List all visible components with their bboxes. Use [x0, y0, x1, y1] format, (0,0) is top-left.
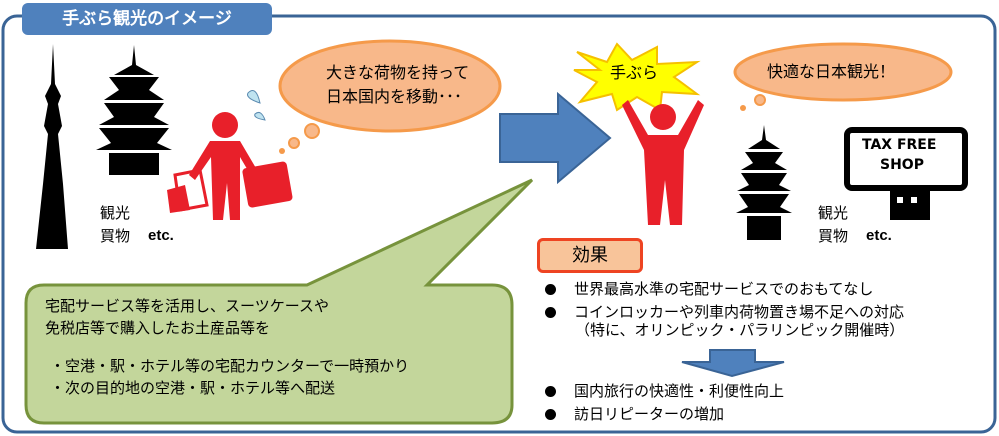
- thought-line: 日本国内を移動･･･: [326, 87, 463, 106]
- callout-text: 宅配サービス等を活用し、スーツケースや: [45, 297, 329, 315]
- shop-sign-line: TAX FREE: [862, 137, 937, 153]
- effect-note: （特に、オリンピック・パラリンピック開催時）: [575, 321, 905, 339]
- label-etc: etc.: [866, 227, 892, 244]
- thought-line: 大きな荷物を持って: [326, 63, 470, 82]
- burst-text: 手ぶら: [610, 63, 659, 82]
- label-sightseeing: 観光: [100, 204, 131, 222]
- down-arrow-icon: [681, 349, 785, 378]
- person-with-luggage-icon: [167, 90, 293, 220]
- effect-heading: 効果: [537, 238, 643, 273]
- pagoda-icon: [96, 45, 172, 175]
- callout-bubble: [24, 178, 534, 425]
- label-sightseeing: 観光: [818, 204, 849, 222]
- result-bullet: 国内旅行の快適性・利便性向上: [545, 380, 784, 401]
- effect-bullet: コインロッカーや列車内荷物置き場不足への対応: [545, 301, 904, 322]
- label-etc: etc.: [148, 227, 174, 244]
- callout-text: 免税店等で購入したお土産品等を: [45, 319, 271, 337]
- effect-bullet: 世界最高水準の宅配サービスでのおもてなし: [545, 278, 873, 299]
- right-arrow-icon: [499, 91, 612, 185]
- shop-sign-line: SHOP: [880, 157, 924, 173]
- thought-cloud: [278, 39, 502, 154]
- happy-person-icon: [622, 100, 704, 225]
- callout-item: ・次の目的地の空港・駅・ホテル等へ配送: [50, 379, 336, 397]
- label-shopping: 買物: [100, 227, 131, 245]
- skytree-icon: [36, 44, 68, 249]
- tax-free-shop-icon: [844, 127, 968, 220]
- pagoda-icon: [736, 125, 792, 240]
- starburst: [573, 42, 701, 112]
- callout-item: ・空港・駅・ホテル等の宅配カウンターで一時預かり: [50, 357, 410, 375]
- page-title: 手ぶら観光のイメージ: [22, 3, 272, 35]
- thought-cloud-right: [733, 42, 953, 111]
- result-bullet: 訪日リピーターの増加: [545, 403, 724, 424]
- thought-right-text: 快適な日本観光！: [767, 62, 896, 81]
- label-shopping: 買物: [818, 227, 849, 245]
